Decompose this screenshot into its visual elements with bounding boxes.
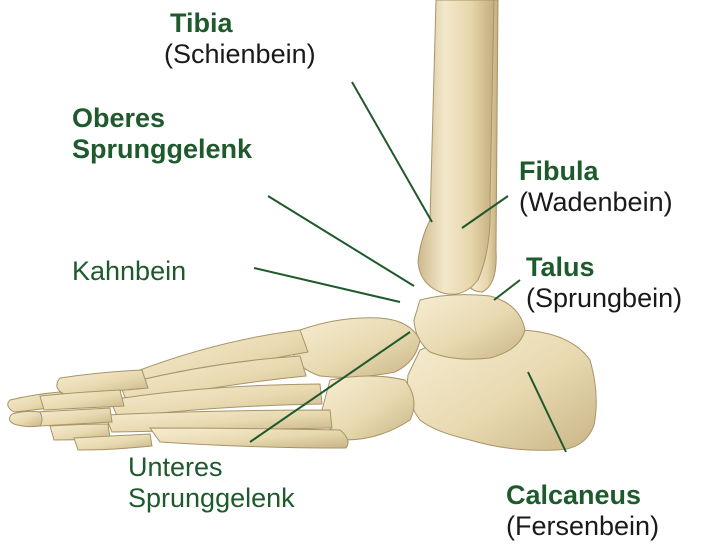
- osg-label: Oberes Sprunggelenk: [72, 103, 252, 165]
- kahnbein-text: Kahnbein: [72, 256, 186, 287]
- usg-line1: Unteres: [128, 452, 295, 483]
- talus-label: Talus (Sprungbein): [526, 252, 682, 314]
- kahnbein-label: Kahnbein: [72, 256, 186, 287]
- tibia-bone: [418, 0, 494, 294]
- osg-leader: [268, 196, 414, 286]
- tibia-name: Tibia: [170, 8, 316, 39]
- fibula-label: Fibula (Wadenbein): [519, 156, 673, 218]
- kahnbein-leader: [254, 268, 400, 302]
- tibia-sub: (Schienbein): [164, 39, 316, 70]
- calcaneus-sub: (Fersenbein): [506, 511, 659, 542]
- talus-bone: [414, 295, 525, 359]
- calcaneus-name: Calcaneus: [506, 480, 659, 511]
- osg-line1: Oberes: [72, 103, 252, 134]
- tibia-leader: [352, 82, 432, 222]
- fibula-name: Fibula: [519, 156, 673, 187]
- fibula-sub: (Wadenbein): [519, 187, 673, 218]
- osg-line2: Sprunggelenk: [72, 134, 252, 165]
- talus-name: Talus: [526, 252, 682, 283]
- usg-label: Unteres Sprunggelenk: [128, 452, 295, 514]
- calcaneus-label: Calcaneus (Fersenbein): [506, 480, 659, 542]
- talus-sub: (Sprungbein): [526, 283, 682, 314]
- talus-leader: [494, 280, 520, 300]
- tibia-label: Tibia (Schienbein): [170, 8, 316, 70]
- usg-line2: Sprunggelenk: [128, 483, 295, 514]
